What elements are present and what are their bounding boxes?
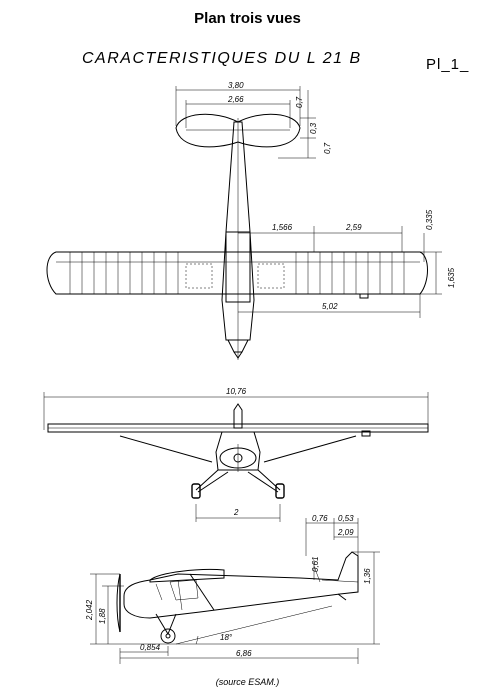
plate-number: Pl_1_ (426, 56, 470, 73)
dim-track: 2 (233, 508, 239, 517)
dim-wheel-offset: 0,854 (140, 643, 161, 652)
wing-front (47, 423, 429, 433)
dim-stab-span: 2,66 (227, 95, 244, 104)
dim-wing-a: 1,566 (272, 223, 293, 232)
dim-tail-d1: 0,7 (295, 96, 304, 108)
dim-chord: 1,635 (447, 267, 456, 288)
dim-tail-span: 3,80 (228, 81, 244, 90)
dim-height-total: 2,042 (85, 599, 94, 621)
fuselage-top (221, 121, 255, 341)
dim-ground-angle: 18° (220, 633, 233, 642)
dim-wing-b: 2,59 (345, 223, 362, 232)
fuselage-side (123, 551, 359, 619)
main-wheel (160, 628, 176, 644)
dim-side-d: 2,09 (337, 528, 354, 537)
dim-half-span: 5,02 (322, 302, 338, 311)
wing-planform (46, 251, 428, 295)
dim-length: 6,86 (236, 649, 252, 658)
wing-ribs (69, 252, 405, 294)
dim-tail-height: 1,36 (363, 568, 372, 584)
dim-tail-d2: 0,3 (309, 122, 318, 134)
side-view (90, 518, 380, 664)
page-title: Plan trois vues (194, 10, 301, 27)
dim-span: 10,76 (226, 387, 247, 396)
top-view (46, 86, 442, 360)
dim-side-a: 0,76 (312, 514, 328, 523)
dim-height-fus: 1,88 (98, 608, 107, 624)
front-view (43, 392, 429, 522)
dim-tail-d3: 0,7 (323, 142, 332, 154)
source-caption: (source ESAM.) (215, 677, 280, 687)
dim-wing-c: 0,335 (425, 209, 434, 230)
dim-side-b: 0,53 (338, 514, 354, 523)
sheet-heading: CARACTERISTIQUES DU L 21 B (82, 50, 362, 67)
dim-side-c: 0,61 (311, 556, 320, 572)
